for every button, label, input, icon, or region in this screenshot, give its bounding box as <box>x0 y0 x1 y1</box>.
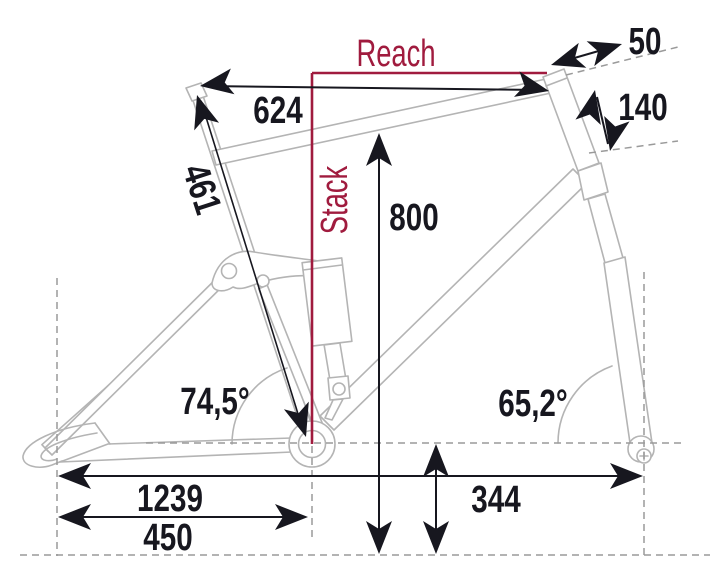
dim-50-value: 50 <box>629 21 662 63</box>
dim-140-line <box>596 96 609 145</box>
seat-clamp <box>185 82 208 102</box>
rear-dropout-inner <box>40 432 98 462</box>
dim-450-value: 450 <box>143 517 192 559</box>
fork-lower-leg <box>603 256 653 451</box>
headset-top-line <box>545 77 568 87</box>
reference-lines <box>20 45 710 556</box>
reach-label: Reach <box>356 33 435 75</box>
reach-stack-lines <box>310 71 547 444</box>
dim-140-value: 140 <box>618 87 667 129</box>
seat-angle-arc <box>231 367 288 445</box>
dim-800-value: 800 <box>389 197 438 239</box>
shock-link <box>324 398 344 421</box>
shock-shaft <box>323 342 347 382</box>
rocker-pivot-front <box>220 262 238 280</box>
shock-body-cap <box>302 264 343 271</box>
dim-461-line <box>200 100 304 431</box>
arrow-head <box>586 31 626 67</box>
chainstay <box>59 437 293 463</box>
arrow-head <box>547 42 587 78</box>
measurement-arrows <box>58 31 643 554</box>
shock-body <box>301 257 353 347</box>
dim-344-value: 344 <box>471 479 520 521</box>
rear-dropout <box>22 422 96 468</box>
dimension-labels: Reach Stack 624 461 800 50 140 74,5° 65,… <box>137 21 668 559</box>
stack-label: Stack <box>314 165 356 234</box>
seat-angle-value: 74,5° <box>180 381 250 423</box>
head-top-extension <box>565 45 683 76</box>
shock-clevis-pivot <box>332 382 346 396</box>
head-bottom-extension <box>588 140 679 154</box>
head-angle-arc <box>557 365 613 444</box>
dim-624-line <box>204 85 546 91</box>
rear-dropout-plate <box>94 422 111 445</box>
dim-624-value: 624 <box>253 90 302 132</box>
fork-crown <box>577 162 609 201</box>
head-angle-value: 65,2° <box>498 383 568 425</box>
dim-1239-value: 1239 <box>137 478 203 520</box>
fork-stanchion <box>587 193 624 264</box>
